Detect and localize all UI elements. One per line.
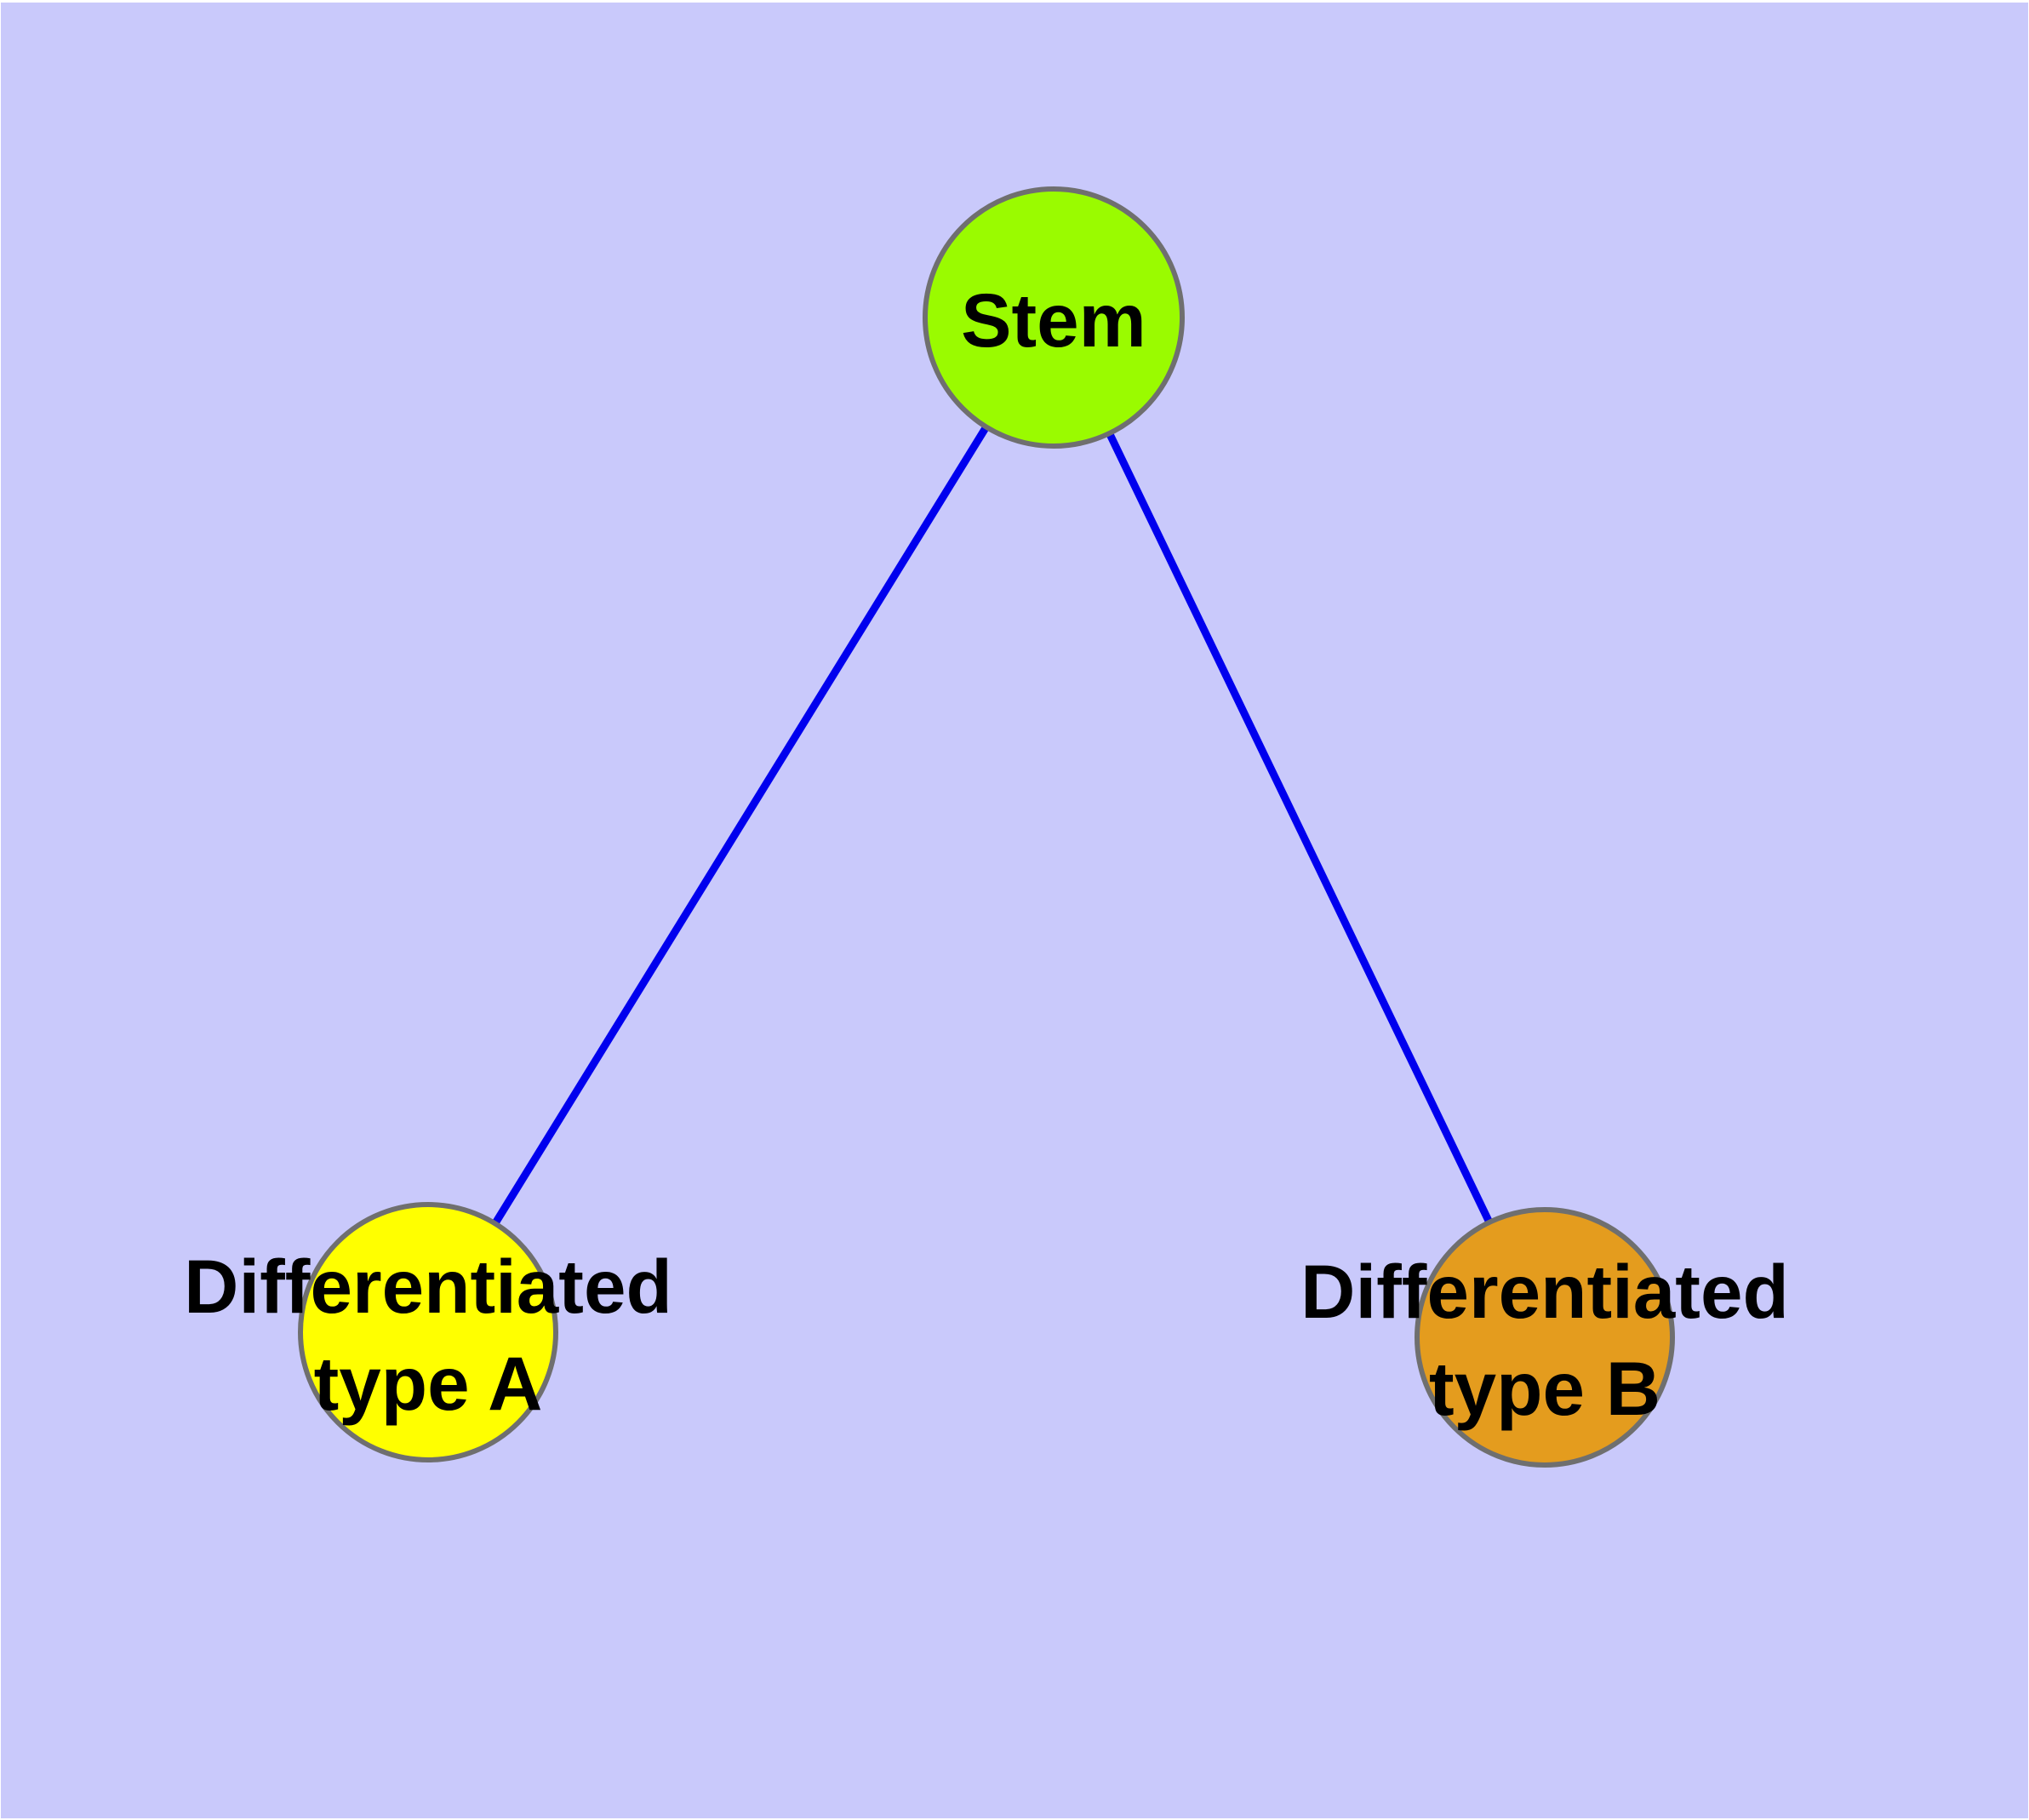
edges	[425, 315, 1549, 1339]
node-differentiated-type-b-label-line2: type B	[1429, 1346, 1660, 1431]
node-differentiated-type-b-label-line1: Differentiated	[1300, 1249, 1789, 1334]
edge-stem-to-type-b	[1049, 316, 1549, 1339]
node-differentiated-type-b[interactable]: Differentiated type B	[1300, 1207, 1789, 1468]
node-differentiated-type-a-circle[interactable]	[298, 1202, 558, 1462]
node-stem-label-line: Stem	[961, 278, 1146, 363]
node-differentiated-type-a[interactable]: Differentiated type A	[184, 1202, 672, 1462]
node-differentiated-type-a-label-line2: type A	[314, 1341, 543, 1426]
node-differentiated-type-a-label: Differentiated type A	[184, 1244, 672, 1426]
node-differentiated-type-a-label-line1: Differentiated	[184, 1244, 672, 1329]
node-stem-label: Stem	[961, 278, 1146, 363]
node-stem[interactable]: Stem	[923, 186, 1185, 449]
node-stem-circle[interactable]	[923, 186, 1185, 449]
node-differentiated-type-b-circle[interactable]	[1415, 1207, 1675, 1468]
edge-stem-to-type-a	[425, 315, 1057, 1335]
node-differentiated-type-b-label: Differentiated type B	[1300, 1249, 1789, 1431]
